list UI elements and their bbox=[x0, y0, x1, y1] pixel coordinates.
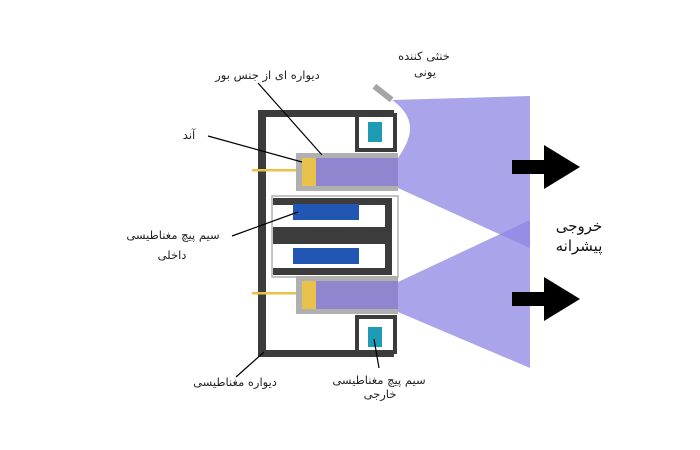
anode-upper bbox=[302, 158, 316, 186]
outer-coil-label-1: سیم پیچ مغناطیسی bbox=[332, 373, 426, 387]
neutralizer-label-2: یونی bbox=[414, 65, 436, 79]
boron-wall-label: دیواره ای از جنس بور bbox=[215, 68, 320, 82]
upper-plume bbox=[392, 96, 530, 248]
inner-coil-label-2: داخلی bbox=[157, 248, 187, 262]
channel-plasma-upper bbox=[302, 158, 398, 186]
anode-rod-upper bbox=[252, 169, 302, 172]
channel-plasma-lower bbox=[302, 281, 398, 309]
anode-rod-lower bbox=[252, 292, 302, 295]
outer-coil-box-top bbox=[355, 113, 397, 152]
inner-coil-label-1: سیم پیچ مغناطیسی bbox=[126, 228, 220, 242]
exhaust-label-1: خروجی bbox=[555, 217, 603, 235]
outer-coil-lower bbox=[368, 327, 382, 347]
inner-coil-lower bbox=[293, 248, 359, 264]
neutralizer-tube bbox=[372, 83, 394, 103]
leader-lines bbox=[207, 82, 380, 378]
exhaust-label-2: پیشرانه bbox=[555, 237, 603, 255]
arrow-right-icon bbox=[512, 145, 580, 189]
inner-pole bbox=[273, 198, 392, 275]
neutralizer-label-1: خنثی کننده bbox=[398, 49, 450, 63]
anode-label: آند bbox=[182, 128, 196, 142]
inner-pole-frame bbox=[271, 195, 399, 278]
outer-coil-label-2: خارجی bbox=[363, 387, 397, 401]
lower-plume bbox=[398, 220, 530, 368]
inner-coil-upper bbox=[293, 204, 359, 220]
outer-coil-upper bbox=[368, 122, 382, 142]
arrow-right-icon bbox=[512, 277, 580, 321]
magnetic-wall-label: دیواره مغناطیسی bbox=[193, 375, 277, 389]
anode-lower bbox=[302, 281, 316, 309]
